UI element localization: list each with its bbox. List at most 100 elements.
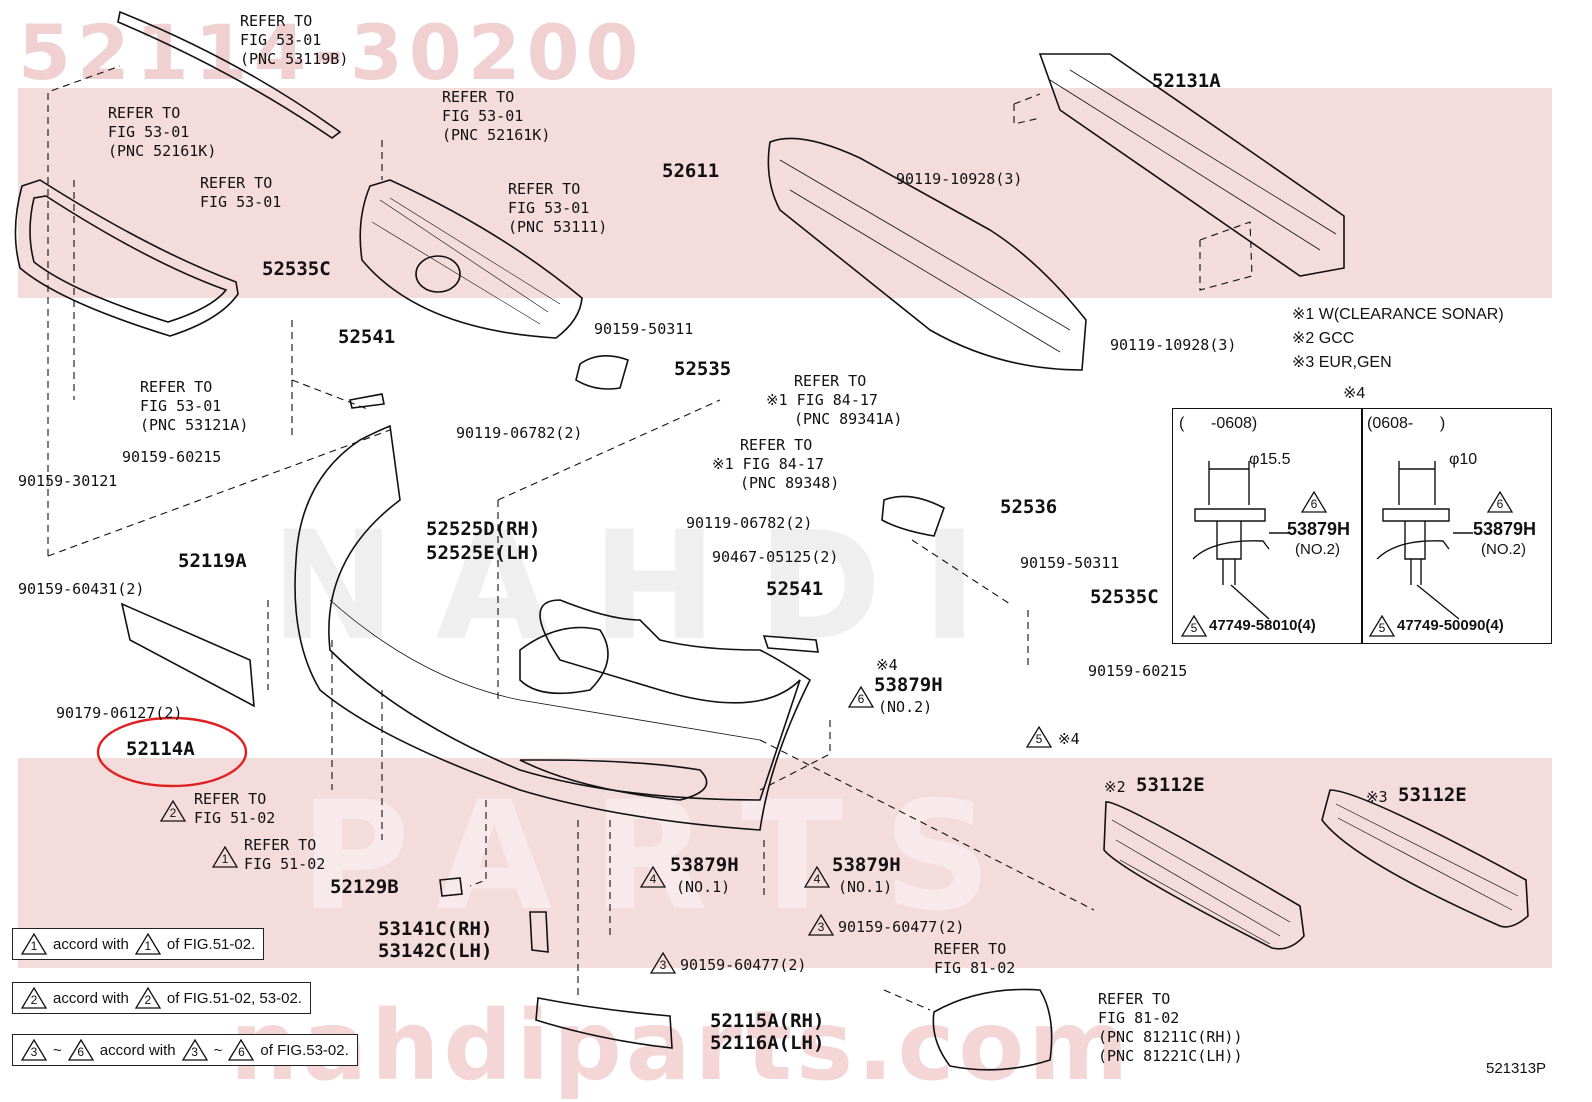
label-53141C: 53141C(RH) bbox=[378, 918, 493, 940]
triangle-1-icon: 1 bbox=[212, 846, 238, 868]
bracket-52114A bbox=[120, 602, 255, 708]
label-52535C-right: 52535C bbox=[1090, 586, 1159, 608]
triangle-4-icon: 4 bbox=[640, 866, 666, 888]
fastener-90159-50311-right: 90159-50311 bbox=[1020, 554, 1120, 572]
inset-left-part-no: (NO.2) bbox=[1295, 541, 1340, 558]
fog-lamp bbox=[932, 988, 1053, 1071]
reference-block: REFER TO※1 FIG 84-17(PNC 89348) bbox=[712, 436, 840, 492]
label-52535C-top: 52535C bbox=[262, 258, 331, 280]
inset-title: ※4 bbox=[1343, 385, 1366, 402]
inset-triangle-5-icon: 5 bbox=[1369, 615, 1395, 637]
clip-drawing bbox=[1192, 461, 1473, 620]
label-52131A: 52131A bbox=[1152, 70, 1221, 92]
triangle-3-icon: 3 bbox=[808, 914, 834, 936]
triangle-3-icon: 3 bbox=[650, 952, 676, 974]
label-53112E-left: 53112E bbox=[1136, 774, 1205, 796]
cap-52129B bbox=[439, 877, 463, 897]
reference-block: REFER TO※1 FIG 84-17(PNC 89341A) bbox=[766, 372, 903, 428]
fastener-90119-10928-bottom: 90119-10928(3) bbox=[1110, 336, 1237, 354]
triangle-6-icon: 6 bbox=[848, 686, 874, 708]
fastener-90159-60477-b: 90159-60477(2) bbox=[680, 956, 807, 974]
fastener-90159-60477-a: 90159-60477(2) bbox=[838, 918, 965, 936]
mark-note-3: ※3 bbox=[1366, 788, 1388, 806]
triangle-2-icon: 2 bbox=[160, 800, 186, 822]
highlight-ellipse bbox=[96, 716, 248, 788]
fastener-90159-60431: 90159-60431(2) bbox=[18, 580, 145, 598]
label-53879H-center: 53879H bbox=[874, 674, 943, 696]
fastener-90159-30121: 90159-30121 bbox=[18, 472, 118, 490]
label-52129B: 52129B bbox=[330, 876, 399, 898]
legend-text: accord with bbox=[53, 935, 129, 953]
lower-grille-left bbox=[1103, 801, 1305, 950]
triangle-5-icon: 5 bbox=[1026, 726, 1052, 748]
inset-right-range: (0608- ) bbox=[1367, 415, 1446, 432]
note-2: ※2 GCC bbox=[1292, 330, 1355, 347]
label-52535: 52535 bbox=[674, 358, 732, 380]
label-52114A: 52114A bbox=[126, 738, 195, 760]
fastener-90159-60215-left: 90159-60215 bbox=[122, 448, 222, 466]
fastener-90119-06782-b: 90119-06782(2) bbox=[686, 514, 813, 532]
diagram-code: 521313P bbox=[1486, 1060, 1547, 1077]
grille-frame-left bbox=[14, 179, 239, 337]
label-53879H-center-no: (NO.2) bbox=[878, 698, 933, 716]
cap-53141C bbox=[529, 911, 549, 953]
legend-row-2: 2 accord with 2 of FIG.51-02, 53-02. bbox=[12, 982, 311, 1014]
mark-note-4a: ※4 bbox=[876, 656, 898, 674]
label-52525E: 52525E(LH) bbox=[426, 542, 541, 564]
fastener-90119-10928-top: 90119-10928(3) bbox=[896, 170, 1023, 188]
retainer-52536 bbox=[881, 495, 945, 537]
inset-right-part: 53879H bbox=[1473, 519, 1537, 539]
triangle-6-icon: 6 bbox=[67, 1039, 94, 1061]
inset-left-screw: 47749-58010(4) bbox=[1209, 617, 1316, 634]
triangle-2-icon: 2 bbox=[134, 987, 161, 1009]
triangle-1-icon: 1 bbox=[134, 933, 161, 955]
label-53112E-right: 53112E bbox=[1398, 784, 1467, 806]
label-52611: 52611 bbox=[662, 160, 720, 182]
inset-left-dim: φ15.5 bbox=[1249, 451, 1291, 468]
watermark-band-top bbox=[18, 88, 1552, 298]
fastener-90159-60215-right: 90159-60215 bbox=[1088, 662, 1188, 680]
label-52116A: 52116A(LH) bbox=[710, 1032, 825, 1054]
fastener-90467-05125: 90467-05125(2) bbox=[712, 548, 839, 566]
legend-tilde: ~ bbox=[213, 1041, 223, 1059]
molding-strip bbox=[117, 10, 342, 139]
mark-note-4b: ※4 bbox=[1058, 730, 1080, 748]
fastener-90159-50311-top: 90159-50311 bbox=[594, 320, 694, 338]
label-52536: 52536 bbox=[1000, 496, 1058, 518]
bumper-reinforcement bbox=[1038, 53, 1345, 277]
inset-triangle-6-icon: 6 bbox=[1487, 491, 1513, 513]
legend-tail: of FIG.51-02, 53-02. bbox=[166, 989, 302, 1007]
triangle-6-icon: 6 bbox=[228, 1039, 255, 1061]
label-52525D: 52525D(RH) bbox=[426, 518, 541, 540]
spacer-52541-top bbox=[349, 393, 385, 409]
label-52541-top: 52541 bbox=[338, 326, 396, 348]
legend-tail: of FIG.53-02. bbox=[260, 1041, 349, 1059]
legend-text: accord with bbox=[99, 1041, 176, 1059]
label-53879H-low-left: 53879H bbox=[670, 854, 739, 876]
retainer-52535 bbox=[575, 355, 629, 390]
legend-tail: of FIG.51-02. bbox=[166, 935, 256, 953]
lower-bracket-52115A bbox=[535, 997, 673, 1049]
label-53142C: 53142C(LH) bbox=[378, 940, 493, 962]
legend-row-1: 1 accord with 1 of FIG.51-02. bbox=[12, 928, 265, 960]
fastener-90179-06127: 90179-06127(2) bbox=[56, 704, 183, 722]
energy-absorber bbox=[767, 137, 1087, 371]
legend-text: accord with bbox=[53, 989, 129, 1007]
label-52115A: 52115A(RH) bbox=[710, 1010, 825, 1032]
inset-left-range: ( -0608) bbox=[1179, 415, 1258, 432]
inset-right-screw: 47749-50090(4) bbox=[1397, 617, 1504, 634]
watermark-brand-mid: PARTS bbox=[300, 770, 1032, 944]
label-53879H-low-left-no: (NO.1) bbox=[676, 878, 731, 896]
inset-triangle-6-icon: 6 bbox=[1301, 491, 1327, 513]
triangle-1-icon: 1 bbox=[21, 933, 47, 955]
triangle-4-icon: 4 bbox=[804, 866, 830, 888]
watermark-brand-bottom: nahdiparts.com bbox=[230, 990, 1133, 1102]
